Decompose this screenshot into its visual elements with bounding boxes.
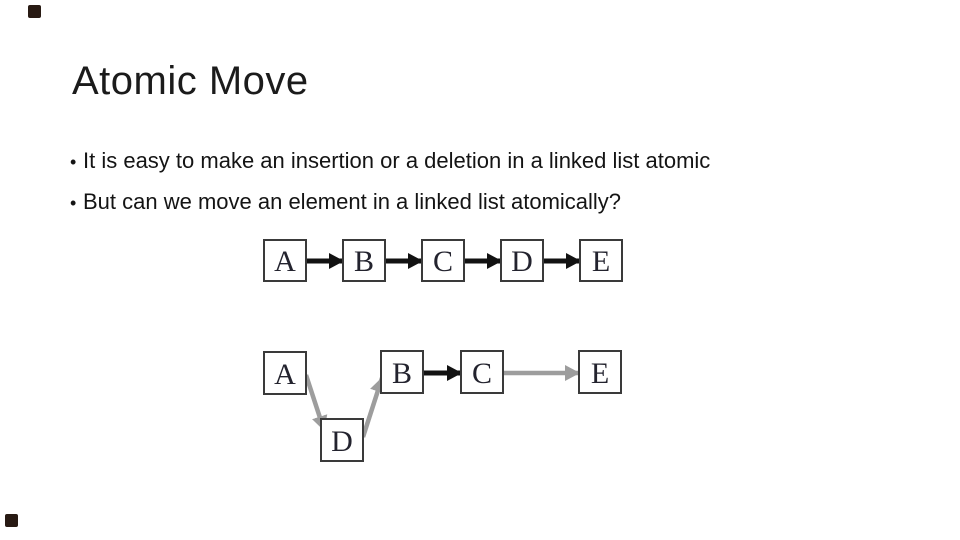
- linked-list-diagram-before: A B C D E: [263, 239, 623, 282]
- node-box-e: [579, 239, 623, 282]
- bullet-item: • It is easy to make an insertion or a d…: [70, 141, 710, 182]
- node-box-e: [578, 350, 622, 394]
- linked-list-diagram-after: A B C E D: [263, 350, 622, 462]
- bullet-text: But can we move an element in a linked l…: [83, 189, 622, 214]
- node-box-d: [320, 418, 364, 462]
- bullet-list: • It is easy to make an insertion or a d…: [70, 141, 710, 223]
- bullet-item: • But can we move an element in a linked…: [70, 182, 710, 223]
- node-label-a: A: [274, 245, 296, 278]
- node-label-e: E: [591, 357, 609, 390]
- node-box-a: [263, 351, 307, 395]
- node-label-c: C: [472, 357, 492, 390]
- node-label-b: B: [392, 357, 412, 390]
- bullet-text: It is easy to make an insertion or a del…: [83, 148, 711, 173]
- slide-title: Atomic Move: [72, 59, 309, 103]
- corner-mark-top-left: [28, 5, 41, 18]
- node-label-d: D: [511, 245, 533, 278]
- corner-mark-bottom-left: [5, 514, 18, 527]
- node-label-e: E: [592, 245, 610, 278]
- node-label-b: B: [354, 245, 374, 278]
- node-label-a: A: [274, 358, 296, 391]
- arrow-d-to-b: [360, 377, 386, 438]
- node-box-d: [500, 239, 544, 282]
- bullet-icon: •: [70, 193, 77, 213]
- node-box-b: [380, 350, 424, 394]
- node-label-c: C: [433, 245, 453, 278]
- node-box-b: [342, 239, 386, 282]
- node-label-d: D: [331, 425, 353, 458]
- node-box-c: [421, 239, 465, 282]
- node-box-c: [460, 350, 504, 394]
- bullet-icon: •: [70, 152, 77, 172]
- node-box-a: [263, 239, 307, 282]
